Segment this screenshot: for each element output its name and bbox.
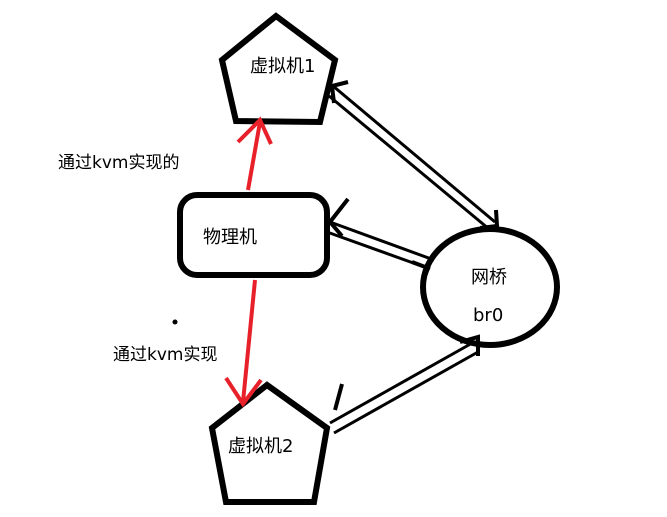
- link-bridge-vm2-line-b: [333, 350, 479, 435]
- link-bridge-host-line-a: [329, 220, 435, 262]
- host-node: 物理机: [177, 192, 330, 278]
- vm2-node: 虚拟机2: [208, 381, 331, 505]
- link-bridge-vm1-line-a: [332, 84, 496, 224]
- bridge-sublabel: br0: [473, 305, 503, 326]
- arrowhead-at-vm1: [329, 80, 349, 104]
- host-label: 物理机: [203, 227, 257, 248]
- arrowhead-at-bridge-top: [479, 209, 500, 230]
- bridge-label: 网桥: [471, 267, 507, 288]
- vm2-label: 虚拟机2: [228, 436, 293, 457]
- link-bridge-vm2: [329, 334, 480, 435]
- kvm-arrow-up-head: [236, 116, 273, 145]
- link-bridge-vm1: [328, 80, 500, 231]
- stray-dot: [172, 319, 178, 325]
- kvm-arrows: [224, 116, 273, 408]
- link-bridge-vm2-line-a: [329, 340, 475, 425]
- vm1-pentagon-shape: [218, 12, 339, 126]
- vm2-pentagon-shape: [208, 381, 331, 505]
- annotation-lower: 通过kvm实现: [113, 345, 217, 365]
- arrowhead-at-vm2: [333, 383, 344, 411]
- kvm-arrow-down-shaft: [241, 279, 257, 403]
- arrowhead-at-bridge-bottom: [459, 334, 480, 356]
- kvm-arrow-up-shaft: [246, 121, 262, 191]
- vm1-node: 虚拟机1: [218, 12, 339, 126]
- link-bridge-vm1-line-b: [328, 94, 490, 231]
- bridge-ellipse-shape: [420, 226, 560, 348]
- kvm-arrow-down-head: [224, 376, 263, 408]
- link-bridge-host: [326, 197, 435, 283]
- arrowhead-at-bridge-left: [411, 260, 431, 283]
- arrowhead-at-host: [327, 197, 350, 238]
- host-box-shape: [177, 192, 330, 278]
- annotation-upper: 通过kvm实现的: [58, 153, 179, 173]
- vm1-label: 虚拟机1: [250, 56, 315, 77]
- bridge-node: 网桥 br0: [420, 226, 560, 348]
